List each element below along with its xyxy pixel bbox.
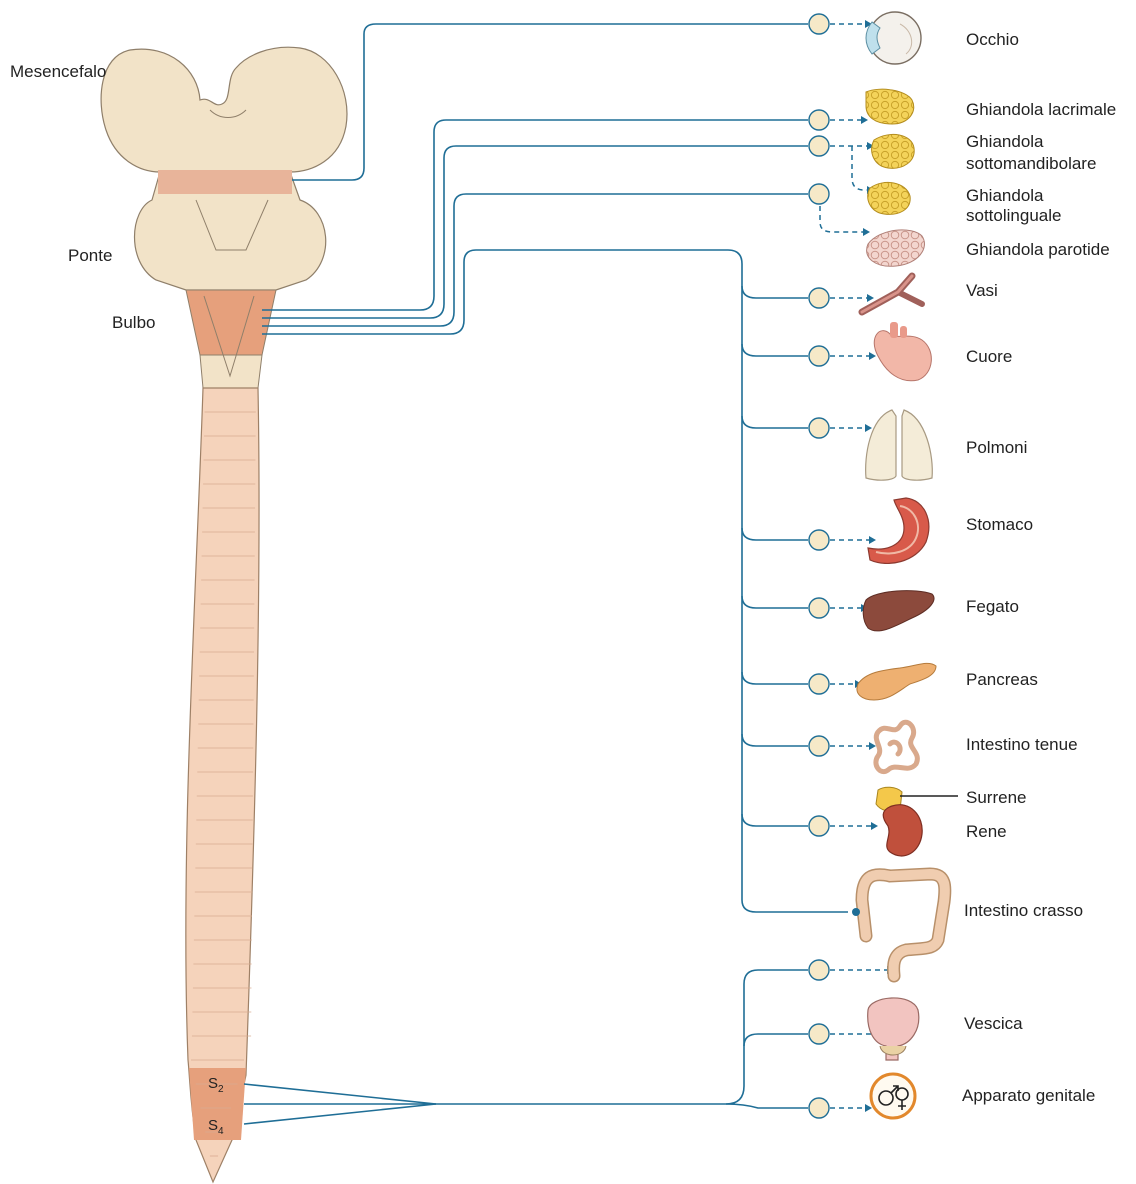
midbrain-band — [158, 170, 292, 194]
ganglion-pancreas — [809, 674, 829, 694]
label-small-intestine: Intestino tenue — [966, 735, 1078, 755]
heart-icon — [874, 322, 931, 381]
label-sublingual-1: Ghiandola — [966, 186, 1044, 206]
label-genitals: Apparato genitale — [962, 1086, 1095, 1106]
ganglion-heart — [809, 346, 829, 366]
small-intestine-icon — [876, 722, 917, 771]
label-kidney: Rene — [966, 822, 1007, 842]
label-pancreas: Pancreas — [966, 670, 1038, 690]
label-sublingual-2: sottolinguale — [966, 206, 1061, 226]
stomach-icon — [868, 498, 929, 563]
kidney-icon — [883, 805, 922, 856]
ganglion-vessels — [809, 288, 829, 308]
medulla-shape — [186, 290, 276, 355]
parotid-gland-icon — [867, 230, 925, 266]
sublingual-gland-icon — [868, 182, 911, 214]
ganglia — [809, 14, 829, 1118]
brainstem — [101, 47, 347, 388]
colon-icon — [852, 874, 945, 976]
label-lungs: Polmoni — [966, 438, 1027, 458]
lungs-icon — [866, 410, 933, 480]
pancreas-icon — [857, 663, 936, 700]
label-bladder: Vescica — [964, 1014, 1023, 1034]
label-liver: Fegato — [966, 597, 1019, 617]
submandibular-gland-icon — [872, 134, 915, 168]
ganglion-liver — [809, 598, 829, 618]
label-lacrimal: Ghiandola lacrimale — [966, 100, 1116, 120]
label-adrenal: Surrene — [966, 788, 1026, 808]
label-large-intestine: Intestino crasso — [964, 901, 1083, 921]
ganglion-lacrimal — [809, 110, 829, 130]
ganglion-parotid — [809, 184, 829, 204]
ganglion-submandibular — [809, 136, 829, 156]
label-vessels: Vasi — [966, 281, 998, 301]
spinal-cord — [186, 388, 259, 1182]
nerve-fibers — [244, 24, 848, 1124]
liver-icon — [863, 591, 934, 631]
ganglion-colon — [809, 960, 829, 980]
label-eye: Occhio — [966, 30, 1019, 50]
label-medulla: Bulbo — [112, 313, 155, 333]
mesencephalon-shape — [101, 47, 347, 172]
label-heart: Cuore — [966, 347, 1012, 367]
ganglion-bladder — [809, 1024, 829, 1044]
label-submandibular-2: sottomandibolare — [966, 154, 1096, 174]
lacrimal-gland-icon — [866, 89, 914, 124]
bladder-icon — [868, 998, 919, 1060]
label-submandibular-1: Ghiandola — [966, 132, 1044, 152]
ganglion-lungs — [809, 418, 829, 438]
eye-icon — [866, 12, 921, 64]
ganglion-stomach — [809, 530, 829, 550]
ganglion-eye — [809, 14, 829, 34]
label-mesencephalon: Mesencefalo — [10, 62, 106, 82]
vessel-icon — [862, 276, 922, 312]
label-stomach: Stomaco — [966, 515, 1033, 535]
label-pons: Ponte — [68, 246, 112, 266]
label-parotid: Ghiandola parotide — [966, 240, 1110, 260]
ganglion-genitals — [809, 1098, 829, 1118]
gender-symbol-icon — [871, 1074, 915, 1118]
ganglion-kidney — [809, 816, 829, 836]
spinal-cord-shape — [186, 388, 259, 1182]
ganglion-small-intestine — [809, 736, 829, 756]
